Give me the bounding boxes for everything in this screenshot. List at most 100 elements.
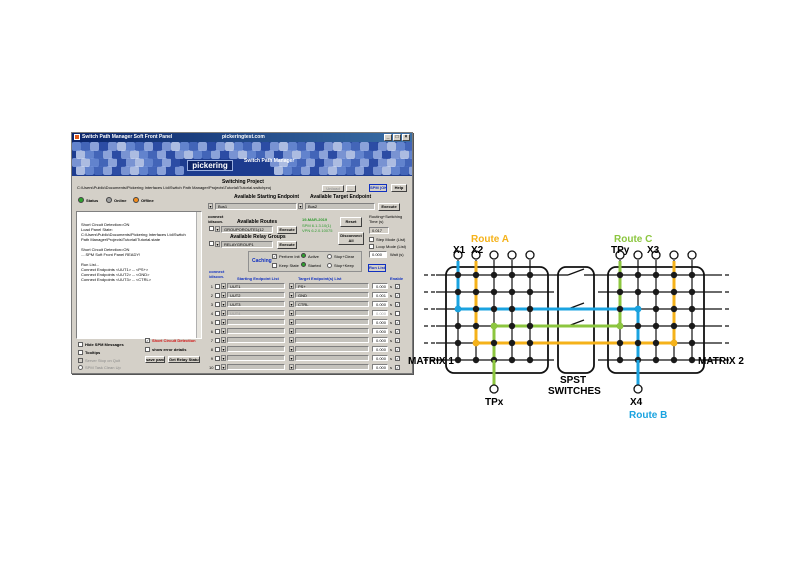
row-start-endpoint[interactable]: UUT2 <box>227 292 285 298</box>
row-start-endpoint[interactable] <box>227 328 285 334</box>
row-start-dropdown-icon[interactable]: ▾ <box>221 310 226 316</box>
row-enable-checkbox[interactable]: ✓ <box>395 329 400 334</box>
start-dropdown-icon[interactable]: ▾ <box>208 203 213 209</box>
loop-mode-checkbox[interactable] <box>369 244 374 249</box>
relay-dropdown-icon[interactable]: ▾ <box>215 241 220 247</box>
row-enable-checkbox[interactable]: ✓ <box>395 320 400 325</box>
row-target-endpoint[interactable]: CTRL <box>295 301 369 307</box>
row-time[interactable]: 0.000 <box>372 337 388 343</box>
row-start-dropdown-icon[interactable]: ▾ <box>221 292 226 298</box>
unload-button[interactable]: Unload <box>322 185 344 192</box>
log-scrollbar[interactable] <box>196 212 201 338</box>
row-target-endpoint[interactable] <box>295 364 369 370</box>
tooltips-checkbox[interactable] <box>78 350 83 355</box>
row-time[interactable]: 0.000 <box>372 319 388 325</box>
row-time[interactable]: 0.000 <box>372 364 388 370</box>
row-target-dropdown-icon[interactable]: ▾ <box>289 346 294 352</box>
close-button[interactable]: × <box>402 134 410 141</box>
server-stop-checkbox[interactable] <box>78 358 83 363</box>
row-start-endpoint[interactable]: UUT3 <box>227 301 285 307</box>
row-connect-checkbox[interactable] <box>215 284 220 289</box>
row-target-endpoint[interactable] <box>295 310 369 316</box>
row-time[interactable]: 0.001 <box>372 292 388 298</box>
row-target-dropdown-icon[interactable]: ▾ <box>289 319 294 325</box>
row-start-endpoint[interactable] <box>227 319 285 325</box>
row-connect-checkbox[interactable] <box>215 293 220 298</box>
perform-init-checkbox[interactable]: ✓ <box>272 254 277 259</box>
run-list-button[interactable]: Run List <box>368 264 386 272</box>
keep-state-checkbox[interactable] <box>272 263 277 268</box>
row-target-endpoint[interactable] <box>295 346 369 352</box>
row-enable-checkbox[interactable] <box>395 311 400 316</box>
target-endpoint-select[interactable]: Bus2 <box>305 203 375 210</box>
execute-endpoints-button[interactable]: Execute <box>378 203 400 211</box>
row-connect-checkbox[interactable] <box>215 365 220 370</box>
row-connect-checkbox[interactable] <box>215 302 220 307</box>
row-enable-checkbox[interactable]: ✓ <box>395 338 400 343</box>
relay-groups-select[interactable]: RELAYGROUP1 <box>221 241 273 248</box>
row-target-endpoint[interactable] <box>295 319 369 325</box>
row-connect-checkbox[interactable] <box>215 347 220 352</box>
spm-task-cleanup-radio[interactable] <box>78 365 83 370</box>
row-target-endpoint[interactable] <box>295 328 369 334</box>
row-connect-checkbox[interactable] <box>215 338 220 343</box>
maximize-button[interactable]: □ <box>393 134 401 141</box>
help-button[interactable]: Help <box>391 184 407 192</box>
save-panel-button[interactable]: save panel <box>145 356 165 363</box>
row-target-dropdown-icon[interactable]: ▾ <box>289 337 294 343</box>
stop-clear-radio[interactable] <box>327 254 332 259</box>
row-enable-checkbox[interactable]: ✓ <box>395 365 400 370</box>
step-mode-checkbox[interactable] <box>369 237 374 242</box>
row-start-endpoint[interactable] <box>227 355 285 361</box>
row-enable-checkbox[interactable]: ✓ <box>395 284 400 289</box>
execute-relay-button[interactable]: Execute <box>277 241 297 249</box>
row-time[interactable]: 0.000 <box>372 355 388 361</box>
stop-keep-radio[interactable] <box>327 263 332 268</box>
row-enable-checkbox[interactable]: ✓ <box>395 356 400 361</box>
reset-button[interactable]: Reset <box>340 217 362 227</box>
row-start-dropdown-icon[interactable]: ▾ <box>221 328 226 334</box>
row-target-dropdown-icon[interactable]: ▾ <box>289 283 294 289</box>
row-target-endpoint[interactable] <box>295 355 369 361</box>
wait-value[interactable]: 0.000 <box>369 251 387 258</box>
row-enable-checkbox[interactable]: ✓ <box>395 347 400 352</box>
execute-route-button[interactable]: Execute <box>277 226 297 234</box>
row-start-dropdown-icon[interactable]: ▾ <box>221 346 226 352</box>
target-dropdown-icon[interactable]: ▾ <box>298 203 303 209</box>
row-start-endpoint[interactable] <box>227 337 285 343</box>
row-start-dropdown-icon[interactable]: ▾ <box>221 355 226 361</box>
row-target-dropdown-icon[interactable]: ▾ <box>289 328 294 334</box>
spm-ok-button[interactable]: SPM (OK) <box>369 184 387 192</box>
browse-button[interactable]: ... <box>346 185 356 192</box>
row-time[interactable]: 0.000 <box>372 346 388 352</box>
show-error-checkbox[interactable] <box>145 347 150 352</box>
short-circuit-checkbox[interactable]: ✓ <box>145 338 150 343</box>
row-connect-checkbox[interactable] <box>215 320 220 325</box>
hide-spm-messages-checkbox[interactable] <box>78 342 83 347</box>
row-target-endpoint[interactable]: PS+ <box>295 283 369 289</box>
row-time[interactable]: 0.000 <box>372 328 388 334</box>
row-target-endpoint[interactable] <box>295 337 369 343</box>
window-titlebar[interactable]: Switch Path Manager Soft Front Panel pic… <box>72 133 412 142</box>
row-start-endpoint[interactable]: UUT1 <box>227 283 285 289</box>
disconnect-all-button[interactable]: Disconnect All <box>338 232 364 245</box>
row-connect-checkbox[interactable] <box>215 356 220 361</box>
row-start-dropdown-icon[interactable]: ▾ <box>221 364 226 370</box>
row-target-dropdown-icon[interactable]: ▾ <box>289 310 294 316</box>
relay-connect-checkbox[interactable] <box>209 241 214 246</box>
row-start-dropdown-icon[interactable]: ▾ <box>221 283 226 289</box>
row-time[interactable]: 0.000 <box>372 301 388 307</box>
starting-endpoint-select[interactable]: Bus1 <box>215 203 297 210</box>
row-connect-checkbox[interactable] <box>215 311 220 316</box>
row-target-endpoint[interactable]: GND <box>295 292 369 298</box>
row-start-dropdown-icon[interactable]: ▾ <box>221 301 226 307</box>
row-start-dropdown-icon[interactable]: ▾ <box>221 337 226 343</box>
minimize-button[interactable]: _ <box>384 134 392 141</box>
row-connect-checkbox[interactable] <box>215 329 220 334</box>
route-connect-checkbox[interactable] <box>209 226 214 231</box>
row-start-dropdown-icon[interactable]: ▾ <box>221 319 226 325</box>
row-target-dropdown-icon[interactable]: ▾ <box>289 301 294 307</box>
row-time[interactable]: 0.000 <box>372 283 388 289</box>
row-target-dropdown-icon[interactable]: ▾ <box>289 355 294 361</box>
